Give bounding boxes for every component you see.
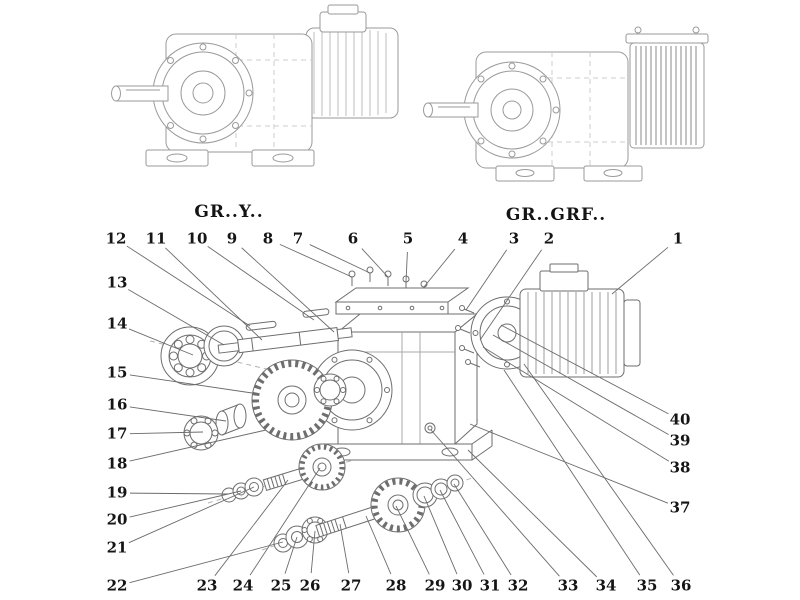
leader-line-27	[339, 523, 350, 574]
callout-label-20: 20	[106, 510, 128, 529]
leader-line-34	[467, 449, 598, 578]
leader-line-37	[469, 423, 669, 504]
callout-label-21: 21	[106, 538, 128, 557]
callout-label-8: 8	[262, 229, 274, 248]
leader-line-16	[129, 406, 227, 422]
leader-line-39	[492, 334, 669, 435]
callout-label-3: 3	[508, 229, 520, 248]
leader-line-2	[479, 249, 543, 341]
callout-label-15: 15	[106, 363, 128, 382]
callout-label-2: 2	[543, 229, 555, 248]
callout-label-25: 25	[270, 576, 292, 595]
leader-line-6	[361, 248, 389, 278]
leader-line-9	[241, 247, 335, 333]
variant-label-gr-grf: GR..GRF..	[505, 205, 607, 225]
leader-line-26	[310, 530, 316, 574]
callout-label-31: 31	[479, 576, 501, 595]
callout-label-32: 32	[507, 576, 529, 595]
leader-line-40	[500, 324, 669, 415]
leader-line-25	[284, 536, 298, 574]
output-shaft-assembly	[273, 474, 464, 553]
callout-label-17: 17	[106, 424, 128, 443]
callout-label-19: 19	[106, 483, 128, 502]
leader-lines	[126, 243, 674, 584]
leader-line-28	[365, 515, 392, 575]
callout-label-35: 35	[636, 576, 658, 595]
leader-line-11	[165, 247, 263, 341]
callout-label-33: 33	[557, 576, 579, 595]
variant-label-gr-y: GR..Y..	[194, 202, 264, 222]
callout-label-16: 16	[106, 395, 128, 414]
input-shaft-assembly	[160, 308, 353, 386]
leader-line-15	[129, 374, 253, 394]
callout-label-40: 40	[669, 410, 691, 429]
callout-label-28: 28	[385, 576, 407, 595]
callout-label-18: 18	[106, 454, 128, 473]
callout-label-5: 5	[402, 229, 414, 248]
callout-label-29: 29	[424, 576, 446, 595]
gearmotor-gr-y-illustration	[111, 4, 399, 167]
leader-line-33	[430, 429, 560, 577]
callout-label-34: 34	[595, 576, 617, 595]
leader-line-30	[423, 495, 458, 575]
leader-line-3	[465, 249, 508, 311]
leader-line-38	[482, 346, 670, 462]
leader-line-32	[453, 483, 512, 576]
callout-label-27: 27	[340, 576, 362, 595]
leader-line-13	[128, 289, 225, 346]
gearmotor-gr-grf-illustration	[423, 26, 709, 182]
callout-label-9: 9	[226, 229, 238, 248]
callout-label-1: 1	[672, 229, 684, 248]
motor-bolts	[455, 305, 481, 368]
callout-label-26: 26	[299, 576, 321, 595]
leader-line-17	[129, 431, 204, 435]
leader-line-24	[249, 467, 321, 576]
callout-label-38: 38	[669, 458, 691, 477]
leader-line-23	[214, 479, 289, 576]
callout-label-6: 6	[347, 229, 359, 248]
callout-label-23: 23	[196, 576, 218, 595]
motor-assembly	[455, 263, 641, 378]
callout-label-37: 37	[669, 498, 691, 517]
leader-line-36	[523, 363, 674, 576]
leader-line-20	[129, 490, 242, 518]
leader-line-35	[503, 369, 641, 576]
callout-label-11: 11	[145, 229, 167, 248]
callout-label-24: 24	[232, 576, 254, 595]
leader-line-29	[395, 505, 430, 575]
callout-label-22: 22	[106, 576, 128, 595]
callout-label-13: 13	[106, 273, 128, 292]
callout-label-14: 14	[106, 314, 128, 333]
leader-line-21	[128, 486, 255, 544]
callout-label-39: 39	[669, 431, 691, 450]
leader-line-8	[279, 243, 353, 278]
leader-line-18	[129, 429, 267, 462]
callout-label-30: 30	[451, 576, 473, 595]
callout-label-36: 36	[670, 576, 692, 595]
leader-line-4	[423, 248, 456, 288]
leader-line-19	[129, 492, 230, 495]
callout-label-10: 10	[186, 229, 208, 248]
leader-line-1	[611, 246, 669, 295]
leader-line-14	[128, 328, 194, 356]
callout-label-4: 4	[457, 229, 469, 248]
leader-line-7	[309, 244, 371, 274]
leader-line-22	[129, 541, 284, 584]
leader-line-31	[439, 489, 485, 575]
gear-cluster	[183, 359, 347, 451]
callout-label-12: 12	[105, 229, 127, 248]
leader-line-5	[405, 251, 408, 283]
callout-label-7: 7	[292, 229, 304, 248]
leader-line-12	[126, 245, 251, 327]
leader-line-10	[207, 246, 315, 321]
